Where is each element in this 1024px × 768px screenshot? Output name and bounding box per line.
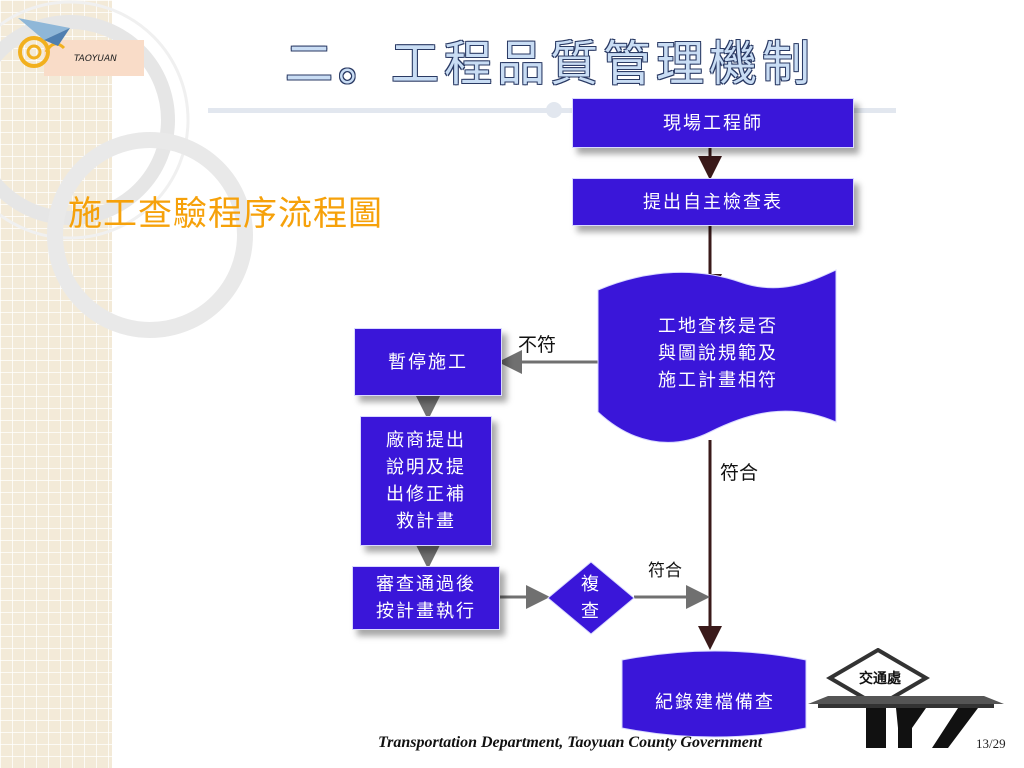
remedy-line-4: 救計畫 [396, 511, 456, 532]
logo-text: TAOYUAN [74, 54, 117, 64]
page-number: 13/29 [976, 736, 1006, 751]
approve-line-1: 審查通過後 [376, 574, 476, 595]
step-submit-checklist: 提出自主檢查表 [572, 178, 854, 226]
remedy-line-2: 說明及提 [386, 457, 466, 478]
slide-subtitle: 施工查驗程序流程圖 [68, 194, 383, 234]
remedy-line-3: 出修正補 [386, 484, 466, 505]
left-grid-strip [0, 0, 112, 768]
check-document-shape [597, 269, 837, 443]
check-line-2: 與圖說規範及 [658, 342, 778, 364]
check-line-1: 工地查核是否 [658, 315, 778, 337]
step-contractor-remedy: 廠商提出 說明及提 出修正補 救計畫 [360, 416, 492, 546]
emblem-text: 交通處 [859, 671, 901, 687]
slide-title: 二。工程品質管理機制 [284, 36, 815, 92]
approve-line-2: 按計畫執行 [376, 601, 476, 622]
check-text: 工地查核是否 與圖說規範及 施工計畫相符 [606, 298, 830, 408]
step-site-engineer: 現場工程師 [572, 98, 854, 148]
label-match-recheck: 符合 [648, 561, 682, 581]
recheck-line-1: 複 [581, 574, 601, 595]
step-archive: 紀錄建檔備查 [655, 691, 775, 713]
footer-text: Transportation Department, Taoyuan Count… [378, 734, 763, 751]
step-pause-construction: 暫停施工 [354, 328, 502, 396]
transport-emblem: 交通處 [808, 647, 1004, 748]
check-line-3: 施工計畫相符 [658, 369, 778, 391]
remedy-line-1: 廠商提出 [386, 430, 466, 451]
label-not-match: 不符 [518, 334, 557, 356]
step-approve-execute: 審查通過後 按計畫執行 [352, 566, 500, 630]
recheck-text: 複 查 [566, 566, 616, 630]
recheck-diamond-shape [547, 561, 635, 635]
archive-cylinder-shape [621, 650, 807, 738]
taoyuan-logo: TAOYUAN [14, 18, 144, 78]
title-dot [546, 102, 562, 118]
recheck-line-2: 查 [581, 601, 601, 622]
label-match-main: 符合 [720, 462, 759, 484]
